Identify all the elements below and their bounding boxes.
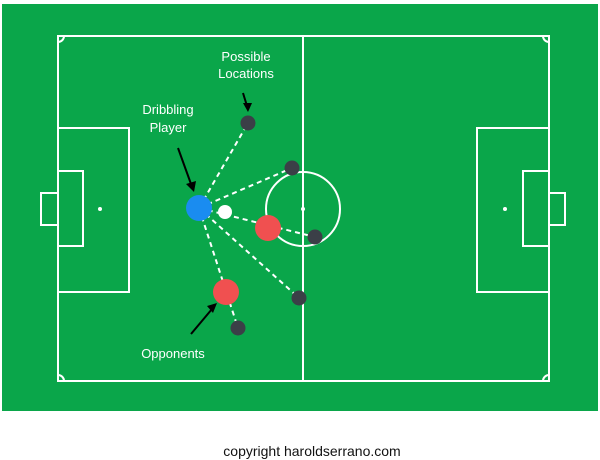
opponent-player-center bbox=[255, 215, 281, 241]
copyright-text: copyright haroldserrano.com bbox=[223, 443, 400, 459]
possible-location-markers bbox=[230, 115, 323, 336]
arrow-opponents bbox=[190, 308, 213, 335]
path-line-to-bottom-location bbox=[198, 207, 239, 329]
corner-arc-top-left bbox=[57, 35, 65, 43]
possible-location-marker bbox=[230, 320, 246, 336]
possible-location-marker bbox=[291, 290, 307, 306]
arrow-heads bbox=[186, 103, 252, 313]
right-goal bbox=[548, 192, 566, 226]
pitch-background bbox=[2, 4, 598, 411]
label-opponents: Opponents bbox=[141, 346, 205, 361]
arrow-head-dribbling-player bbox=[186, 181, 196, 192]
label-possible-locations-line2: Locations bbox=[218, 66, 274, 81]
possible-location-marker bbox=[307, 229, 323, 245]
corner-arc-bottom-right bbox=[542, 374, 550, 382]
arrow-head-opponents bbox=[207, 303, 217, 313]
center-circle bbox=[265, 171, 341, 247]
ball bbox=[218, 205, 232, 219]
left-goal bbox=[40, 192, 59, 226]
arrow-dribbling-player bbox=[177, 147, 192, 185]
pitch-markings bbox=[40, 35, 566, 382]
path-line-to-right-bottom-location bbox=[198, 207, 300, 299]
left-penalty-spot bbox=[98, 207, 102, 211]
label-possible-locations-line1: Possible bbox=[221, 49, 270, 64]
possible-location-marker bbox=[284, 160, 300, 176]
arrow-head-possible-locations bbox=[243, 103, 252, 112]
center-spot bbox=[301, 207, 305, 211]
opponent-player-bottom bbox=[213, 279, 239, 305]
possible-location-marker bbox=[240, 115, 256, 131]
dribbling-player bbox=[186, 195, 212, 221]
label-dribbling-player-line2: Player bbox=[150, 120, 188, 135]
path-line-to-top-location bbox=[198, 122, 249, 209]
right-penalty-spot bbox=[503, 207, 507, 211]
corner-arc-bottom-left bbox=[57, 374, 65, 382]
path-line-to-center-top-location bbox=[198, 167, 293, 209]
corner-arc-top-right bbox=[542, 35, 550, 43]
label-dribbling-player-line1: Dribbling bbox=[142, 102, 193, 117]
